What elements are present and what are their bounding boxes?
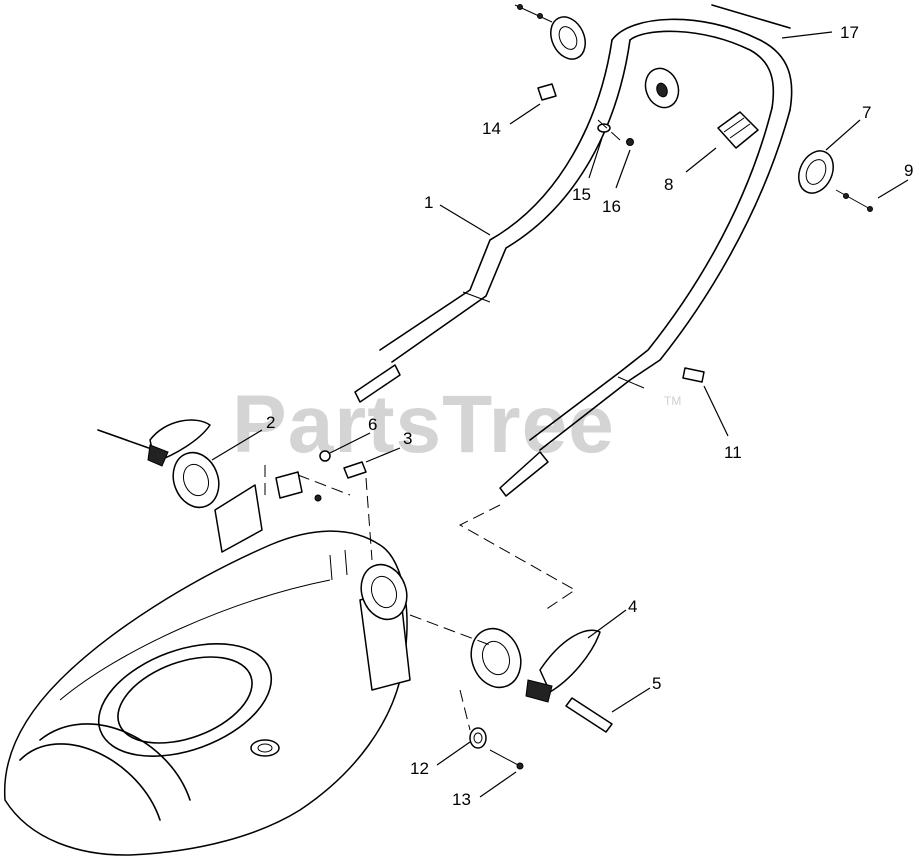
part-15-washer	[597, 123, 611, 133]
part-4-lever	[525, 629, 601, 703]
callout-15: 15	[572, 185, 591, 204]
callout-2: 2	[266, 413, 276, 432]
handle-knob-cup	[644, 67, 680, 109]
part-11-clip	[682, 367, 705, 383]
part-17-bar	[711, 4, 791, 29]
right-height-adjuster	[470, 627, 522, 689]
callout-17: 17	[840, 23, 859, 42]
part-12-spring	[469, 727, 487, 749]
part-6-nut	[319, 450, 331, 462]
leader-lines	[211, 31, 909, 798]
callout-1: 1	[424, 193, 434, 212]
callout-4: 4	[628, 597, 638, 616]
part-8-knob-insert	[717, 111, 759, 149]
top-knob-left	[514, 4, 586, 60]
callout-8: 8	[664, 175, 674, 194]
callout-16: 16	[602, 197, 621, 216]
part-3-spacer	[343, 461, 367, 479]
watermark-trademark: TM	[664, 394, 682, 408]
part-14-clip	[537, 83, 557, 101]
assembly-lines	[264, 119, 621, 731]
callout-9: 9	[904, 161, 914, 180]
deck-bracket-small	[275, 471, 322, 502]
callout-12: 12	[410, 759, 429, 778]
part-16-nut	[626, 138, 634, 146]
callout-5: 5	[652, 674, 662, 693]
part-13-screw	[489, 749, 524, 770]
callout-7: 7	[862, 103, 872, 122]
part-5-bolt	[565, 697, 613, 733]
part-2-height-adjuster	[97, 419, 220, 509]
callout-13: 13	[452, 790, 471, 809]
handle-assembly	[354, 18, 793, 497]
part-7-knob	[798, 150, 834, 194]
callout-3: 3	[403, 429, 413, 448]
callout-6: 6	[368, 415, 378, 434]
mower-deck	[3, 484, 411, 856]
part-9-bolt	[835, 189, 873, 212]
callout-11: 11	[724, 443, 742, 462]
callout-14: 14	[482, 119, 501, 138]
